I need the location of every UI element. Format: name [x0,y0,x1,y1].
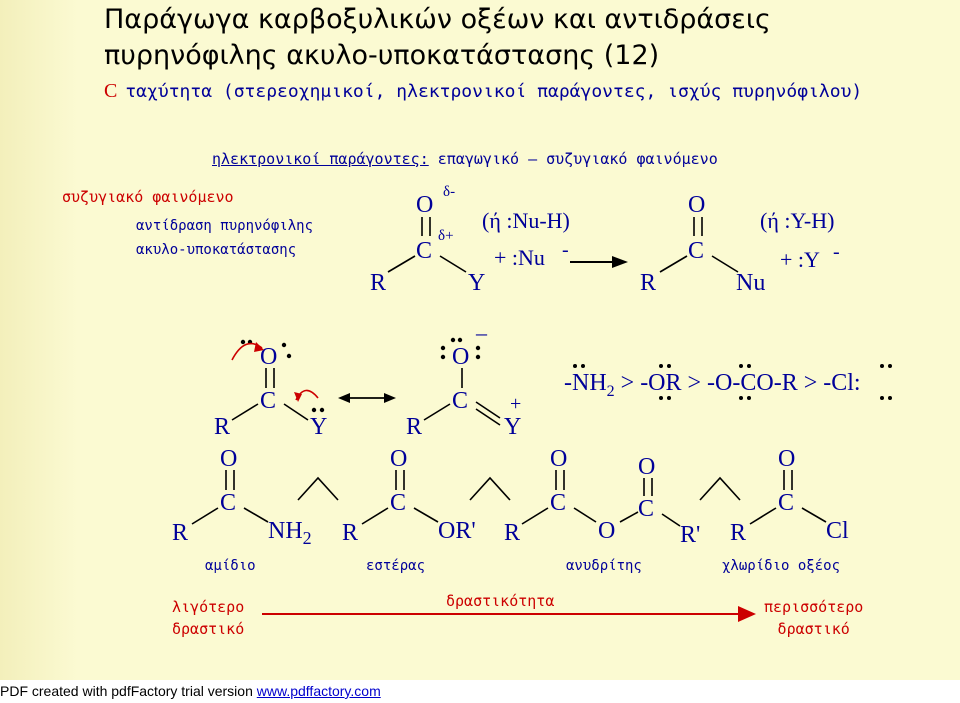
or-nuh-label: (ή :Nu-H) [482,208,570,233]
anhydride-o1: O [550,446,567,472]
footer-link[interactable]: www.pdffactory.com [256,683,381,699]
anhydride-r-prime: R' [680,522,700,548]
slide-background [0,0,960,680]
reaction-label-line-1: αντίδραση πυρηνόφιλης [136,218,314,234]
anhydride-o2: O [638,454,655,480]
amide-o: O [220,446,237,472]
res-right-r: R [406,414,422,440]
leaving-group-order: -NH2 > -OR > -O-CO-R > -Cl: [564,364,892,400]
title-line-1: Παράγωγα καρβοξυλικών οξέων και αντιδράσ… [104,4,771,35]
more-reactive-label: περισσότερο δραστικό [764,596,863,640]
atom-y: Y [468,270,485,296]
resonance-arrow [338,393,396,403]
anhydride-c1: C [550,490,566,516]
atom-r: R [370,270,386,296]
bullet-marker: C [104,80,118,102]
slide-title: Παράγωγα καρβοξυλικών οξέων και αντιδράσ… [104,2,771,74]
amide-group: NH2 [268,518,312,548]
res-right-minus: – [475,320,488,345]
res-left-c: C [260,388,276,414]
product-atom-c: C [688,238,704,264]
delta-plus-label: δ+ [438,228,454,244]
reactivity-label: δραστικότητα [446,592,555,610]
less-reactive-label: λιγότερο δραστικό [172,596,244,640]
reaction-label: αντίδραση πυρηνόφιλης ακυλο-υποκατάσταση… [136,214,313,262]
ester-r: R [342,520,358,546]
ester-group: OR' [438,518,476,544]
ester-structure: O C R OR' [342,446,476,546]
ester-o: O [390,446,407,472]
anhydride-name: ανυδρίτης [566,558,642,574]
res-left-r: R [214,414,230,440]
electronic-factors-header: ηλεκτρονικοί παράγοντες: επαγωγικό – συζ… [212,150,718,168]
chloride-c: C [778,490,794,516]
resonance-right: O – C R Y + [406,320,521,440]
reaction-scheme: O δ- C δ+ R Y (ή :Nu-H) + :Nu - O C R Nu… [370,184,840,296]
pdf-footer: PDF created with pdfFactory trial versio… [0,683,381,699]
bullet-text: ταχύτητα (στερεοχημικοί, ηλεκτρονικοί πα… [125,81,863,102]
more-reactive-line-2: δραστικό [777,620,850,638]
factors-label: ηλεκτρονικοί παράγοντες: [212,150,429,168]
or-yh-label: (ή :Y-H) [760,208,834,233]
conjugation-label: συζυγιακό φαινόμενο [62,188,234,206]
anhydride-r: R [504,520,520,546]
plus-nu-label: + :Nu [494,245,545,270]
more-reactive-line-1: περισσότερο [764,598,864,616]
title-line-2: πυρηνόφιλης ακυλο-υποκατάστασης (12) [104,40,660,71]
factors-value: επαγωγικό – συζυγιακό φαινόμενο [437,150,718,168]
plus-y-label: + :Y [780,247,820,272]
atom-c: C [416,238,432,264]
y-charge-label: - [833,241,840,263]
anhydride-c2: C [638,496,654,522]
anhydride-structure: O C R O O C R' [504,446,700,548]
res-right-o: O [452,344,469,370]
anhydride-bridge-o: O [598,518,615,544]
reactivity-arrow [262,606,756,622]
res-right-y: Y [504,414,521,440]
res-left-y: Y [310,414,327,440]
order-text: -NH2 > -OR > -O-CO-R > -Cl: [564,370,861,400]
atom-o: O [416,192,433,218]
res-right-c: C [452,388,468,414]
acid-chloride-name: χλωρίδιο οξέος [722,558,841,574]
resonance-left: O C R Y [214,339,327,440]
res-left-o: O [260,344,277,370]
acid-chloride-structure: O C R Cl [730,446,849,546]
reaction-label-line-2: ακυλο-υποκατάστασης [136,242,297,258]
amide-r: R [172,520,188,546]
less-reactive-line-2: δραστικό [172,620,245,638]
amide-structure: O C R NH2 [172,446,312,548]
chloride-group: Cl [826,518,849,544]
less-reactive-line-1: λιγότερο [172,598,245,616]
product-atom-r: R [640,270,656,296]
nu-charge-label: - [562,239,569,261]
amide-name: αμίδιο [205,558,256,574]
footer-text: PDF created with pdfFactory trial versio… [0,683,257,699]
product-atom-nu: Nu [736,270,765,296]
chloride-r: R [730,520,746,546]
ester-name: εστέρας [366,558,426,574]
delta-minus-label: δ- [443,184,455,200]
chloride-o: O [778,446,795,472]
amide-c: C [220,490,236,516]
ester-c: C [390,490,406,516]
slide-left-bar [0,0,78,680]
chemistry-scheme: O δ- C δ+ R Y (ή :Nu-H) + :Nu - O C R Nu… [172,184,892,622]
res-right-plus: + [510,393,521,415]
product-atom-o: O [688,192,705,218]
